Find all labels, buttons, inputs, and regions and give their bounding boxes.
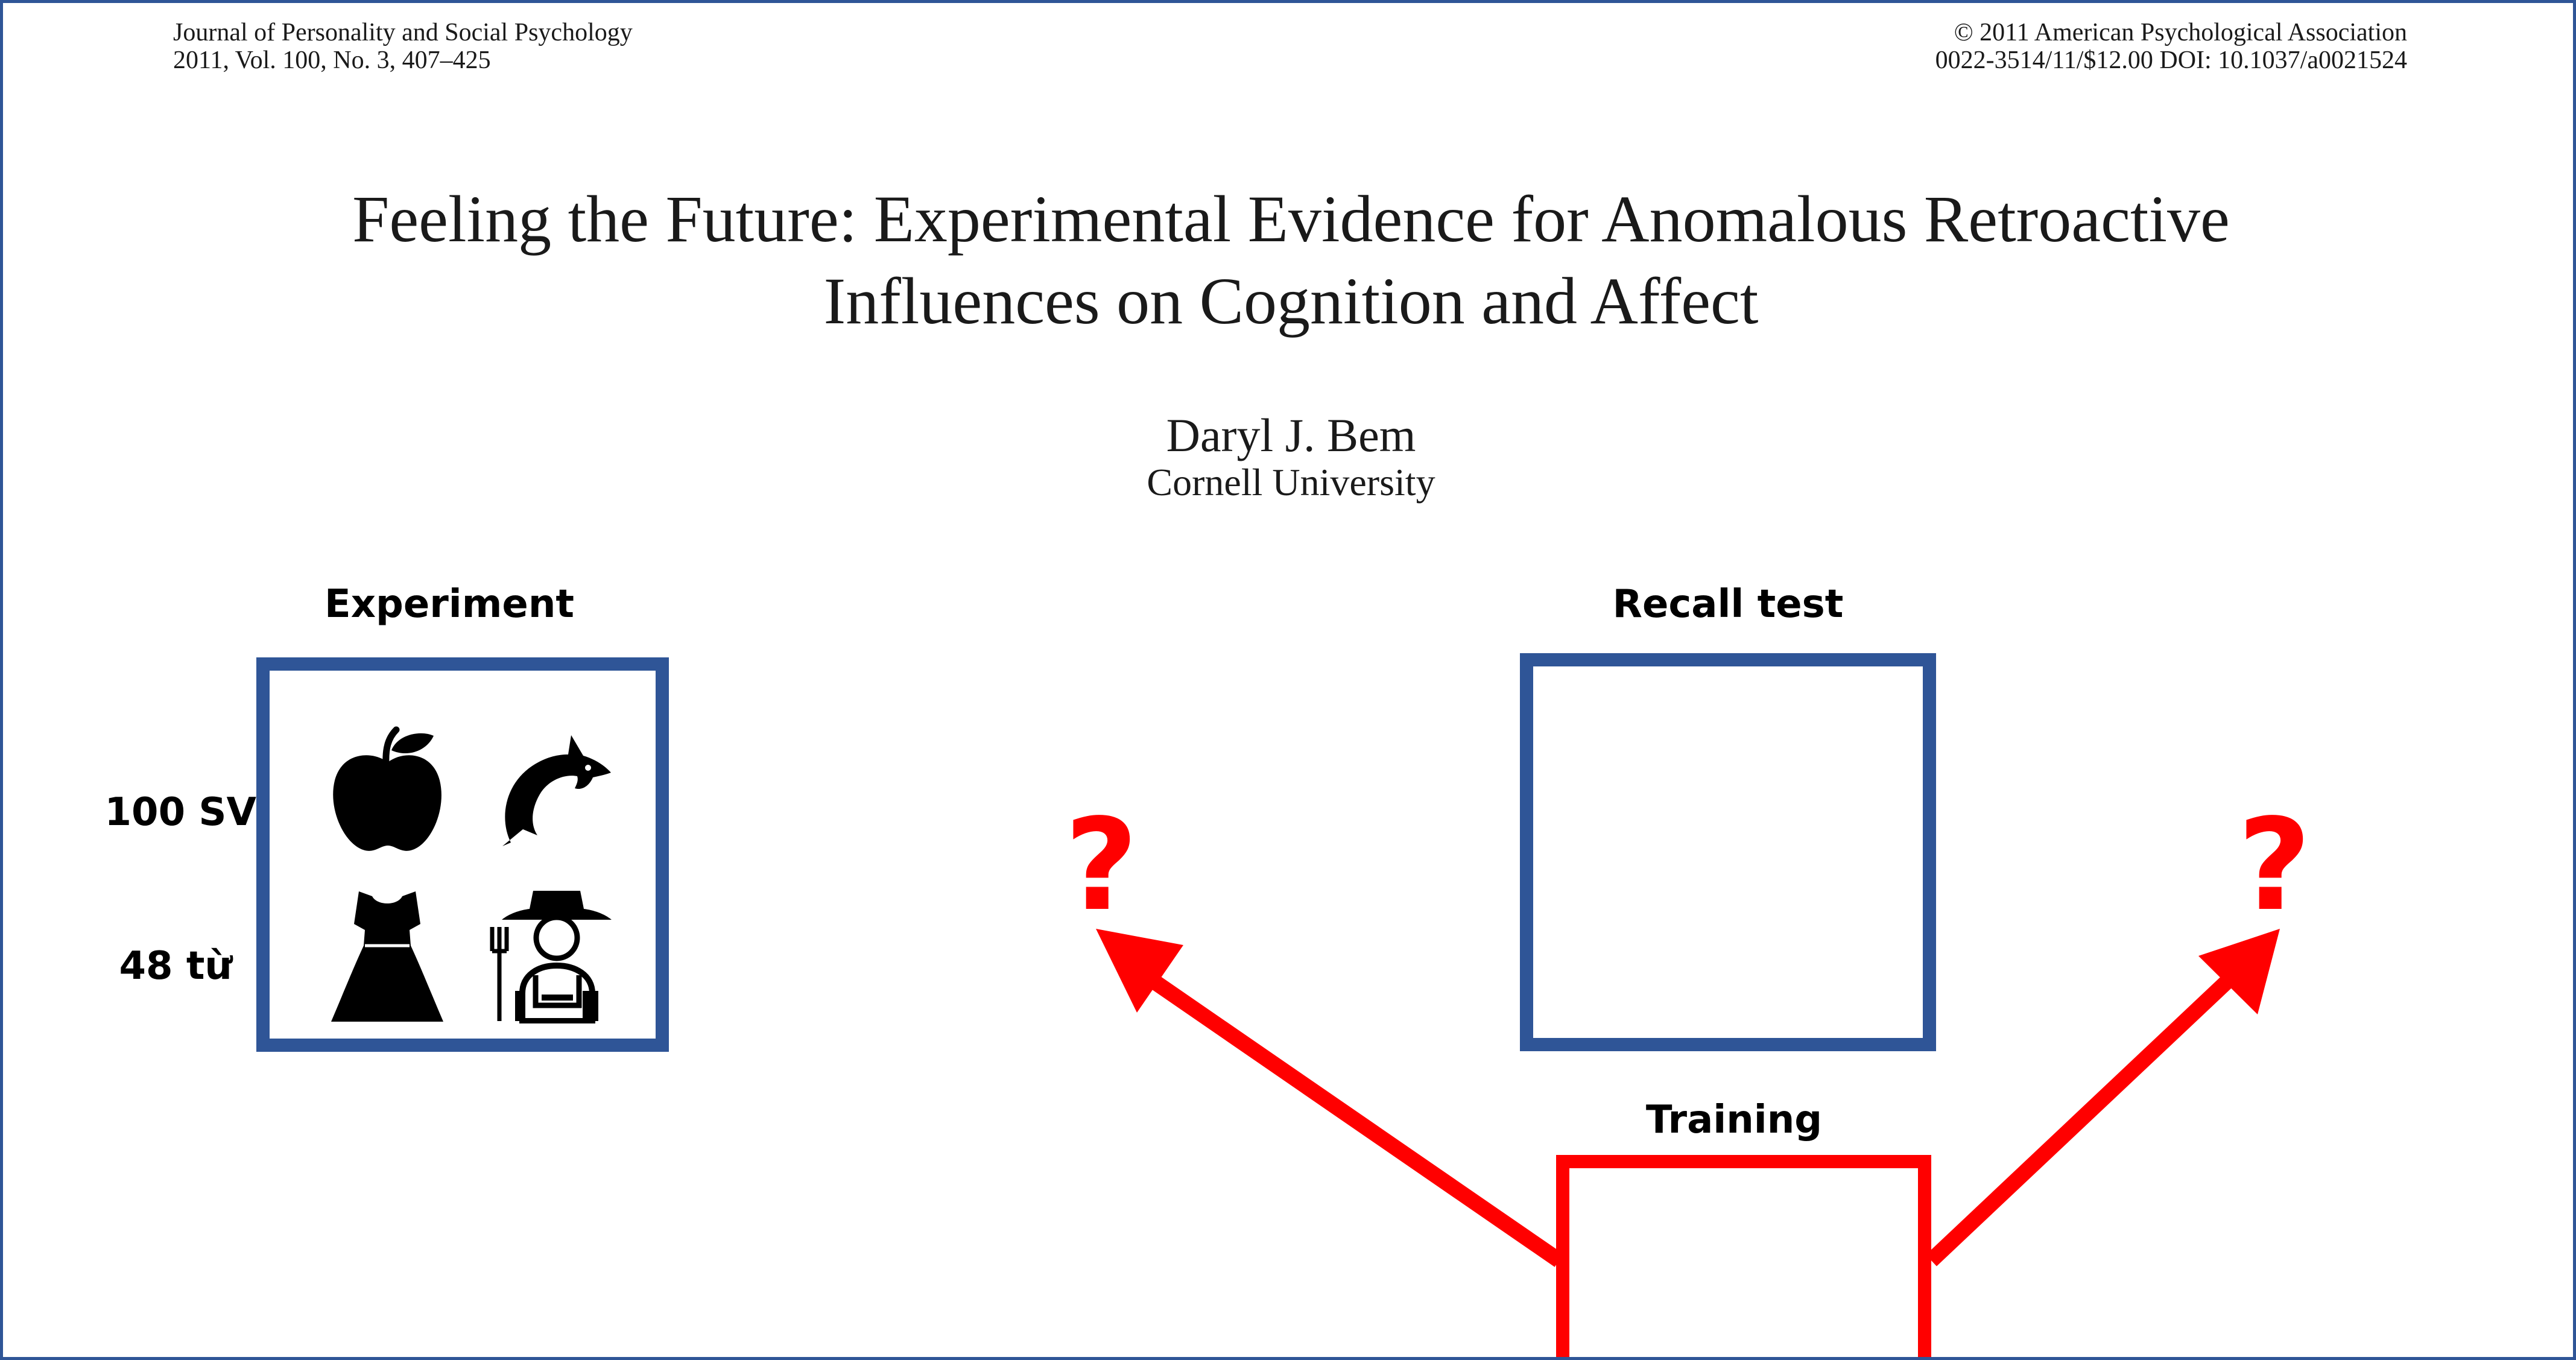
copyright-notice: © 2011 American Psychological Associatio… [1954, 19, 2407, 46]
arrow-left-head [1096, 929, 1183, 1013]
arrow-left [1147, 973, 1564, 1267]
experiment-box [256, 657, 669, 1052]
journal-info: Journal of Personality and Social Psycho… [173, 19, 633, 74]
journal-name: Journal of Personality and Social Psycho… [173, 19, 633, 46]
words-label: 48 từ [119, 944, 233, 988]
paper-title-line-1: Feeling the Future: Experimental Evidenc… [352, 182, 2230, 256]
dolphin-icon [502, 735, 611, 846]
arrow-right [1926, 974, 2234, 1267]
doi-line: 0022-3514/11/$12.00 DOI: 10.1037/a002152… [1935, 46, 2407, 74]
farmer-icon [490, 891, 612, 1023]
author-affiliation: Cornell University [1147, 461, 1435, 504]
recall-test-box [1520, 653, 1936, 1051]
dress-icon [331, 891, 443, 1022]
participants-label: 100 SV [104, 790, 257, 835]
journal-volume: 2011, Vol. 100, No. 3, 407–425 [173, 46, 491, 74]
paper-title-line-2: Influences on Cognition and Affect [823, 264, 1759, 338]
apple-icon [333, 726, 441, 851]
training-label: Training [1645, 1098, 1823, 1142]
recall-test-label: Recall test [1612, 582, 1844, 627]
paper-title: Feeling the Future: Experimental Evidenc… [3, 178, 2573, 342]
question-mark-left: ? [1065, 791, 1138, 939]
experiment-label: Experiment [324, 582, 574, 627]
copyright-info: © 2011 American Psychological Associatio… [1935, 19, 2407, 74]
arrow-right-head [2198, 929, 2280, 1014]
arrows [1096, 929, 2280, 1267]
training-box [1556, 1155, 1931, 1357]
author-name: Daryl J. Bem [1166, 409, 1416, 461]
question-mark-right: ? [2238, 791, 2311, 939]
